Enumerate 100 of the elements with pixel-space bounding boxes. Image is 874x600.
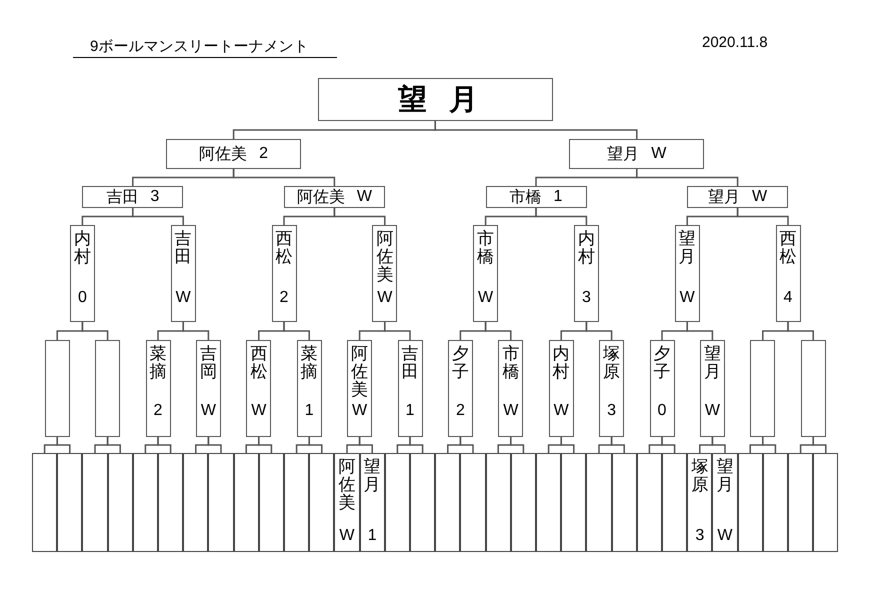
bracket-line bbox=[434, 121, 638, 139]
empty-slot bbox=[410, 453, 436, 552]
bracket-line bbox=[132, 208, 184, 225]
empty-slot bbox=[183, 453, 208, 552]
player-name: 菜摘 bbox=[300, 345, 318, 381]
player-name: 西松 bbox=[276, 230, 292, 266]
player-slot bbox=[272, 225, 296, 322]
score: W bbox=[502, 402, 520, 420]
score: W bbox=[200, 402, 217, 420]
player-slot bbox=[574, 225, 599, 322]
bracket-line bbox=[82, 322, 108, 340]
bracket-line bbox=[106, 437, 121, 453]
player-slot bbox=[650, 340, 674, 437]
bracket-line bbox=[560, 437, 575, 453]
player-name: 望月 bbox=[716, 458, 734, 494]
player-name: 市橋 bbox=[477, 230, 494, 266]
player-name: 西松 bbox=[780, 230, 796, 266]
empty-slot bbox=[460, 453, 486, 552]
player-slot bbox=[599, 340, 624, 437]
player-slot bbox=[70, 225, 95, 322]
match-box bbox=[166, 139, 302, 169]
empty-slot bbox=[813, 453, 838, 552]
player-name: 吉田 bbox=[402, 345, 418, 381]
bracket-line bbox=[283, 322, 310, 340]
empty-slot bbox=[57, 453, 82, 552]
match-box bbox=[486, 186, 586, 208]
bracket-line bbox=[358, 437, 373, 453]
bracket-line bbox=[384, 322, 411, 340]
score: W bbox=[174, 289, 192, 307]
player-name: 望月 bbox=[704, 345, 721, 381]
player-slot bbox=[700, 340, 725, 437]
score: W bbox=[338, 527, 356, 545]
empty-slot bbox=[636, 453, 662, 552]
player-slot bbox=[334, 453, 360, 552]
player-slot bbox=[448, 340, 473, 437]
bracket-line bbox=[610, 437, 625, 453]
score: W bbox=[552, 402, 570, 420]
score: 2 bbox=[278, 289, 290, 307]
empty-slot bbox=[258, 453, 284, 552]
player-slot bbox=[372, 225, 398, 322]
date-text: 2020.11.8 bbox=[702, 34, 768, 51]
empty-slot bbox=[586, 453, 612, 552]
player-slot bbox=[548, 340, 574, 437]
bracket-line bbox=[258, 437, 272, 453]
empty-slot bbox=[788, 453, 814, 552]
player-name: 阿佐美 bbox=[338, 458, 356, 512]
player-name: 塚原 bbox=[691, 458, 708, 494]
score: W bbox=[752, 188, 768, 206]
player-slot bbox=[360, 453, 385, 552]
empty-slot bbox=[309, 453, 334, 552]
empty-slot bbox=[284, 453, 310, 552]
bracket-line bbox=[182, 322, 210, 340]
player-slot bbox=[170, 225, 196, 322]
player-name: 阿佐美 bbox=[376, 230, 394, 284]
player-name: 望月 bbox=[607, 144, 640, 164]
score: W bbox=[678, 289, 696, 307]
player-name: 阿佐美 bbox=[199, 144, 248, 164]
player-name: 夕子 bbox=[654, 345, 670, 381]
player-name: 市橋 bbox=[502, 345, 520, 381]
empty-slot bbox=[208, 453, 234, 552]
player-slot bbox=[146, 340, 170, 437]
player-name: 内村 bbox=[74, 230, 91, 266]
empty-slot bbox=[108, 453, 133, 552]
player-slot bbox=[498, 340, 524, 437]
player-name: 望月 bbox=[708, 188, 740, 208]
score: 0 bbox=[76, 289, 88, 307]
score: W bbox=[716, 527, 734, 545]
empty-slot bbox=[738, 453, 763, 552]
bracket-line bbox=[636, 169, 738, 186]
score: 2 bbox=[259, 145, 268, 163]
bracket-line bbox=[510, 437, 524, 453]
empty-slot bbox=[435, 453, 460, 552]
bracket-line bbox=[787, 322, 814, 340]
score: W bbox=[704, 402, 721, 420]
player-name: 阿佐美 bbox=[351, 345, 368, 399]
score: 3 bbox=[606, 402, 618, 420]
bracket-line bbox=[308, 437, 323, 453]
player-slot bbox=[196, 340, 221, 437]
bracket-line bbox=[762, 437, 776, 453]
champion-box bbox=[318, 78, 553, 121]
bracket-line bbox=[232, 169, 336, 186]
player-slot bbox=[687, 453, 712, 552]
score: 1 bbox=[304, 402, 315, 420]
empty-slot bbox=[82, 453, 108, 552]
score: W bbox=[477, 289, 494, 307]
bracket-line bbox=[661, 437, 676, 453]
match-box bbox=[284, 186, 385, 208]
score: 0 bbox=[656, 402, 668, 420]
player-slot bbox=[296, 340, 322, 437]
score: 3 bbox=[150, 188, 160, 206]
score: W bbox=[651, 145, 666, 163]
player-name: 菜摘 bbox=[150, 345, 166, 381]
player-name: 塚原 bbox=[603, 345, 620, 381]
player-name: 望月 bbox=[398, 82, 500, 118]
empty-slot bbox=[750, 340, 776, 437]
empty-slot bbox=[762, 453, 788, 552]
bracket-line bbox=[812, 437, 827, 453]
empty-slot bbox=[510, 453, 536, 552]
player-name: 夕子 bbox=[452, 345, 469, 381]
bracket-line bbox=[409, 437, 424, 453]
